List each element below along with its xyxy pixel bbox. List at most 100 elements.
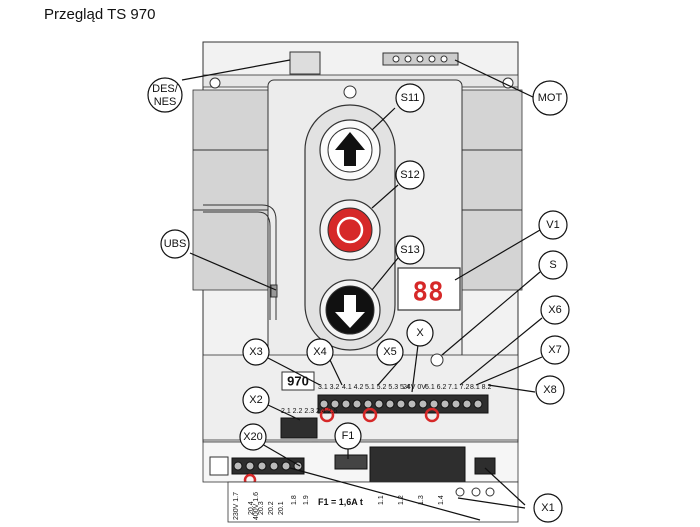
callout-s12: S12 xyxy=(395,160,425,190)
svg-text:20.1: 20.1 xyxy=(278,501,285,515)
svg-text:X5: X5 xyxy=(383,346,396,358)
stop-button-s12 xyxy=(319,199,381,261)
arrow-down-icon xyxy=(335,295,365,328)
callout-s13: S13 xyxy=(395,235,425,265)
button-s xyxy=(430,353,444,367)
screw-terminal xyxy=(363,399,373,409)
svg-text:230V 1.7: 230V 1.7 xyxy=(233,492,240,520)
svg-text:S11: S11 xyxy=(401,92,420,104)
screw-terminal xyxy=(396,399,406,409)
stop-ring-icon xyxy=(336,216,364,244)
model-label: 970 xyxy=(281,371,315,391)
bottom-board: F1 = 1,6A t 230V 1.7 400V 1.6 1.8 1.9 1.… xyxy=(202,441,519,523)
svg-text:2.1 2.2 2.3 2.4 2.5: 2.1 2.2 2.3 2.4 2.5 xyxy=(281,408,338,415)
callout-x20: X20 xyxy=(239,423,267,451)
screw-terminal xyxy=(330,399,340,409)
svg-text:7.1 7.2: 7.1 7.2 xyxy=(448,384,470,391)
display-digits: 88 xyxy=(412,278,443,308)
terminal-strip xyxy=(317,394,489,423)
svg-text:X6: X6 xyxy=(548,304,561,316)
earth-icon-3 xyxy=(485,487,495,497)
fuse-f1 xyxy=(334,454,368,470)
svg-text:X8: X8 xyxy=(543,384,556,396)
svg-text:20.3: 20.3 xyxy=(258,501,265,515)
callout-x4: X4 xyxy=(306,338,334,366)
svg-text:F1: F1 xyxy=(342,430,355,442)
callout-mot: MOT xyxy=(532,80,568,116)
svg-text:3.1 3.2: 3.1 3.2 xyxy=(318,384,340,391)
svg-text:X1: X1 xyxy=(541,502,554,514)
callout-x: X xyxy=(406,319,434,347)
screw-terminal xyxy=(269,461,279,471)
svg-text:X4: X4 xyxy=(313,346,326,358)
callout-x2: X2 xyxy=(242,386,270,414)
callout-v1: V1 xyxy=(538,210,568,240)
x1-plug xyxy=(369,446,466,483)
earth-icon xyxy=(455,487,465,497)
svg-text:X7: X7 xyxy=(548,344,561,356)
screw-terminal xyxy=(374,399,384,409)
svg-text:4.1 4.2: 4.1 4.2 xyxy=(342,384,364,391)
svg-text:UBS: UBS xyxy=(164,238,187,250)
callout-ubs: UBS xyxy=(160,229,190,259)
svg-text:20.2: 20.2 xyxy=(268,501,275,515)
callout-x1: X1 xyxy=(533,493,563,523)
screw-terminal xyxy=(385,399,395,409)
svg-text:20.4: 20.4 xyxy=(248,501,255,515)
callout-x5: X5 xyxy=(376,338,404,366)
callout-s: S xyxy=(538,250,568,280)
callout-s11: S11 xyxy=(395,83,425,113)
callout-x6: X6 xyxy=(540,295,570,325)
screw-terminal xyxy=(341,399,351,409)
callout-des-nes: DES/ NES xyxy=(147,77,183,113)
svg-text:1.4: 1.4 xyxy=(438,495,445,505)
svg-text:NES: NES xyxy=(154,96,177,108)
svg-text:X20: X20 xyxy=(243,431,263,443)
svg-text:8.1 8.2: 8.1 8.2 xyxy=(470,384,492,391)
terminal-labels: 3.1 3.2 4.1 4.2 5.1 5.2 5.3 5.4 24V 0V 6… xyxy=(318,384,492,391)
screw-terminal xyxy=(440,399,450,409)
screw-terminal xyxy=(257,461,267,471)
screw-terminal xyxy=(233,461,243,471)
screw-terminal xyxy=(418,399,428,409)
svg-text:X: X xyxy=(416,327,424,339)
screw-terminal xyxy=(462,399,472,409)
arrow-up-icon xyxy=(335,132,365,166)
svg-text:1.8: 1.8 xyxy=(291,495,298,505)
screw-terminal xyxy=(473,399,483,409)
screw-terminal xyxy=(451,399,461,409)
screw-terminal xyxy=(281,461,291,471)
svg-text:S: S xyxy=(549,259,556,271)
svg-text:1.3: 1.3 xyxy=(418,495,425,505)
callout-x7: X7 xyxy=(540,335,570,365)
svg-text:6.1 6.2: 6.1 6.2 xyxy=(425,384,447,391)
screw-terminal xyxy=(245,461,255,471)
close-button-s13 xyxy=(319,279,381,341)
svg-text:S12: S12 xyxy=(400,169,420,181)
callout-x3: X3 xyxy=(242,338,270,366)
svg-text:V1: V1 xyxy=(546,219,559,231)
x2-terminal: 2.1 2.2 2.3 2.4 2.5 xyxy=(280,408,338,439)
svg-text:1.2: 1.2 xyxy=(398,495,405,505)
open-button-s11 xyxy=(319,119,381,181)
leader-lines xyxy=(181,59,543,521)
screw-terminal xyxy=(429,399,439,409)
svg-text:24V 0V: 24V 0V xyxy=(403,384,426,391)
screw-terminal xyxy=(407,399,417,409)
svg-text:5.1 5.2 5.3 5.4: 5.1 5.2 5.3 5.4 xyxy=(365,384,410,391)
page-title: Przegląd TS 970 xyxy=(44,6,156,23)
svg-text:MOT: MOT xyxy=(538,92,563,104)
callout-f1: F1 xyxy=(334,422,362,450)
svg-text:400V 1.6: 400V 1.6 xyxy=(253,492,260,520)
svg-text:S13: S13 xyxy=(400,244,420,256)
svg-text:DES/: DES/ xyxy=(152,83,179,95)
earth-icon-2 xyxy=(471,487,481,497)
svg-text:X2: X2 xyxy=(249,394,262,406)
screw-terminal xyxy=(352,399,362,409)
callout-x8: X8 xyxy=(535,375,565,405)
svg-text:X3: X3 xyxy=(249,346,262,358)
mot-connector-pins xyxy=(392,55,448,63)
svg-text:1.9: 1.9 xyxy=(303,495,310,505)
display-v1: 88 xyxy=(397,267,461,311)
